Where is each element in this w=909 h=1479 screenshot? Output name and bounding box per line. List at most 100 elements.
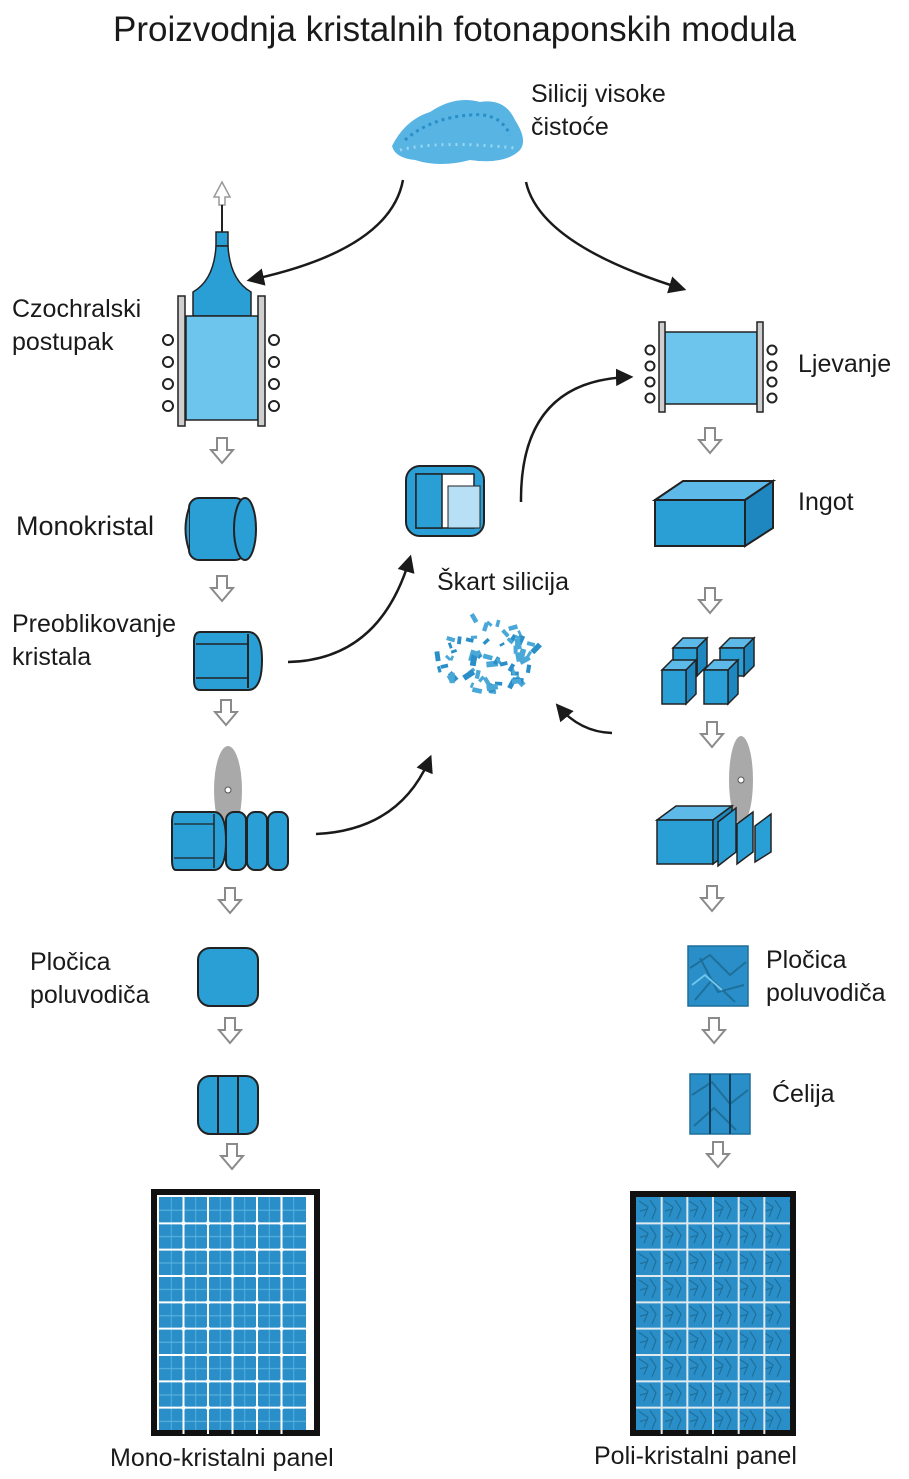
- scrap-fragment: [506, 637, 514, 645]
- scrap-fragment: [450, 649, 458, 654]
- scrap-fragment: [462, 669, 476, 681]
- scrap-fragment: [501, 628, 510, 638]
- down-arrow-icon: [216, 887, 244, 915]
- flow-arrow-reshape-to-scrap: [287, 554, 415, 664]
- scrap-fragment: [440, 663, 449, 669]
- scrap-fragment: [471, 687, 483, 694]
- label-silicon-line1: Silicij visoke: [531, 80, 666, 108]
- down-arrow-icon: [704, 1141, 732, 1169]
- slicing-mono-icon: [171, 746, 289, 871]
- czochralski-puller-icon: [162, 180, 280, 427]
- scrap-fragment: [495, 619, 501, 628]
- silicon-pile-icon: [392, 99, 524, 164]
- scrap-fragment: [469, 612, 479, 624]
- down-arrow-icon: [208, 575, 236, 603]
- scrap-fragment: [499, 642, 505, 647]
- scrap-fragment: [482, 653, 493, 661]
- flow-arrow-scrap-to-casting: [519, 368, 634, 503]
- hollow-arrows: [208, 427, 732, 1171]
- label-reshaping: Preoblikovanje kristala: [12, 608, 176, 674]
- diagram-title: Proizvodnja kristalnih fotonaponskih mod…: [113, 10, 796, 49]
- flow-arrow-to-casting: [524, 181, 687, 294]
- label-wafer-mono: Pločica poluvodiča: [30, 946, 150, 1012]
- label-casting: Ljevanje: [798, 350, 892, 378]
- scrap-fragment: [434, 651, 441, 662]
- label-poly-panel: Poli-kristalni panel: [594, 1442, 797, 1470]
- scrap-fragment: [518, 654, 531, 665]
- flow-arrow-slicing-to-scrap: [315, 754, 433, 836]
- ingot-icon: [651, 479, 777, 548]
- label-scrap: Škart silicija: [437, 568, 569, 596]
- scrap-fragment: [436, 665, 442, 673]
- down-arrow-icon: [696, 427, 724, 455]
- cell-mono-icon: [197, 1075, 259, 1135]
- label-wafer-mono-line2: poluvodiča: [30, 981, 150, 1009]
- scrap-fragment: [478, 675, 485, 683]
- scrap-fragment: [511, 678, 522, 685]
- casting-furnace-icon: [644, 321, 778, 413]
- poly-panel-icon: [630, 1191, 796, 1436]
- scrap-fragment: [469, 682, 475, 689]
- scrap-fragment: [447, 642, 453, 649]
- scrap-fragment: [514, 637, 522, 650]
- label-mono-panel: Mono-kristalni panel: [110, 1444, 334, 1472]
- scrap-fragment: [526, 650, 533, 658]
- scrap-fragment: [482, 622, 489, 632]
- label-wafer-poly: Pločica poluvodiča: [766, 944, 886, 1010]
- label-czochralski: Czochralski postupak: [12, 293, 141, 359]
- scrap-fragment: [499, 661, 508, 667]
- scrap-fragment: [508, 624, 519, 632]
- scrap-fragment: [517, 630, 522, 637]
- scrap-fragment: [482, 676, 492, 687]
- down-arrow-icon: [216, 1017, 244, 1045]
- monocrystal-icon: [184, 497, 257, 561]
- silicon-scrap-fragments-icon: [434, 612, 542, 695]
- scrap-fragment: [444, 654, 452, 661]
- scrap-fragment: [456, 636, 462, 645]
- flow-arrow-blocks-to-scrap: [555, 703, 613, 735]
- label-monocrystal: Monokristal: [16, 511, 155, 541]
- label-wafer-poly-line2: poluvodiča: [766, 979, 886, 1007]
- reshaped-crystal-icon: [193, 631, 264, 691]
- scrap-fragment: [486, 683, 499, 692]
- scrap-fragment: [507, 663, 516, 673]
- label-wafer-poly-line1: Pločica: [766, 946, 847, 974]
- cut-blocks-icon: [660, 636, 756, 706]
- scrap-fragment: [526, 641, 536, 647]
- label-cell: Ćelija: [772, 1080, 835, 1108]
- scrap-fragment: [446, 636, 456, 643]
- down-arrow-icon: [698, 885, 726, 913]
- down-arrow-icon: [212, 699, 240, 727]
- mono-panel-icon: [151, 1189, 320, 1436]
- down-arrow-icon: [700, 1017, 728, 1045]
- scrap-fragment: [470, 649, 481, 658]
- scrap-fragment: [469, 653, 478, 667]
- down-arrow-icon: [696, 587, 724, 615]
- label-czochralski-line1: Czochralski: [12, 295, 142, 323]
- label-silicon-line2: čistoće: [531, 113, 609, 141]
- wafer-mono-icon: [197, 947, 259, 1007]
- cell-poly-icon: [689, 1073, 751, 1135]
- down-arrow-icon: [218, 1143, 246, 1171]
- scrap-fragment: [474, 669, 481, 680]
- scrap-crystal-icon: [405, 465, 485, 537]
- down-arrow-icon: [208, 437, 236, 465]
- scrap-fragment: [482, 637, 490, 646]
- label-wafer-mono-line1: Pločica: [30, 948, 111, 976]
- label-silicon: Silicij visoke čistoće: [531, 78, 666, 144]
- slicing-poly-icon: [654, 736, 772, 868]
- wafer-poly-icon: [687, 945, 749, 1007]
- down-arrow-icon: [698, 721, 726, 749]
- scrap-fragment: [486, 620, 493, 627]
- label-ingot: Ingot: [798, 488, 854, 516]
- label-reshaping-line2: kristala: [12, 643, 92, 671]
- scrap-fragment: [525, 664, 532, 674]
- scrap-fragment: [449, 655, 455, 661]
- scrap-fragment: [530, 642, 542, 655]
- label-czochralski-line2: postupak: [12, 328, 114, 356]
- flow-arrow-to-czochralski: [246, 179, 405, 286]
- scrap-fragment: [446, 674, 453, 682]
- scrap-fragment: [465, 637, 474, 643]
